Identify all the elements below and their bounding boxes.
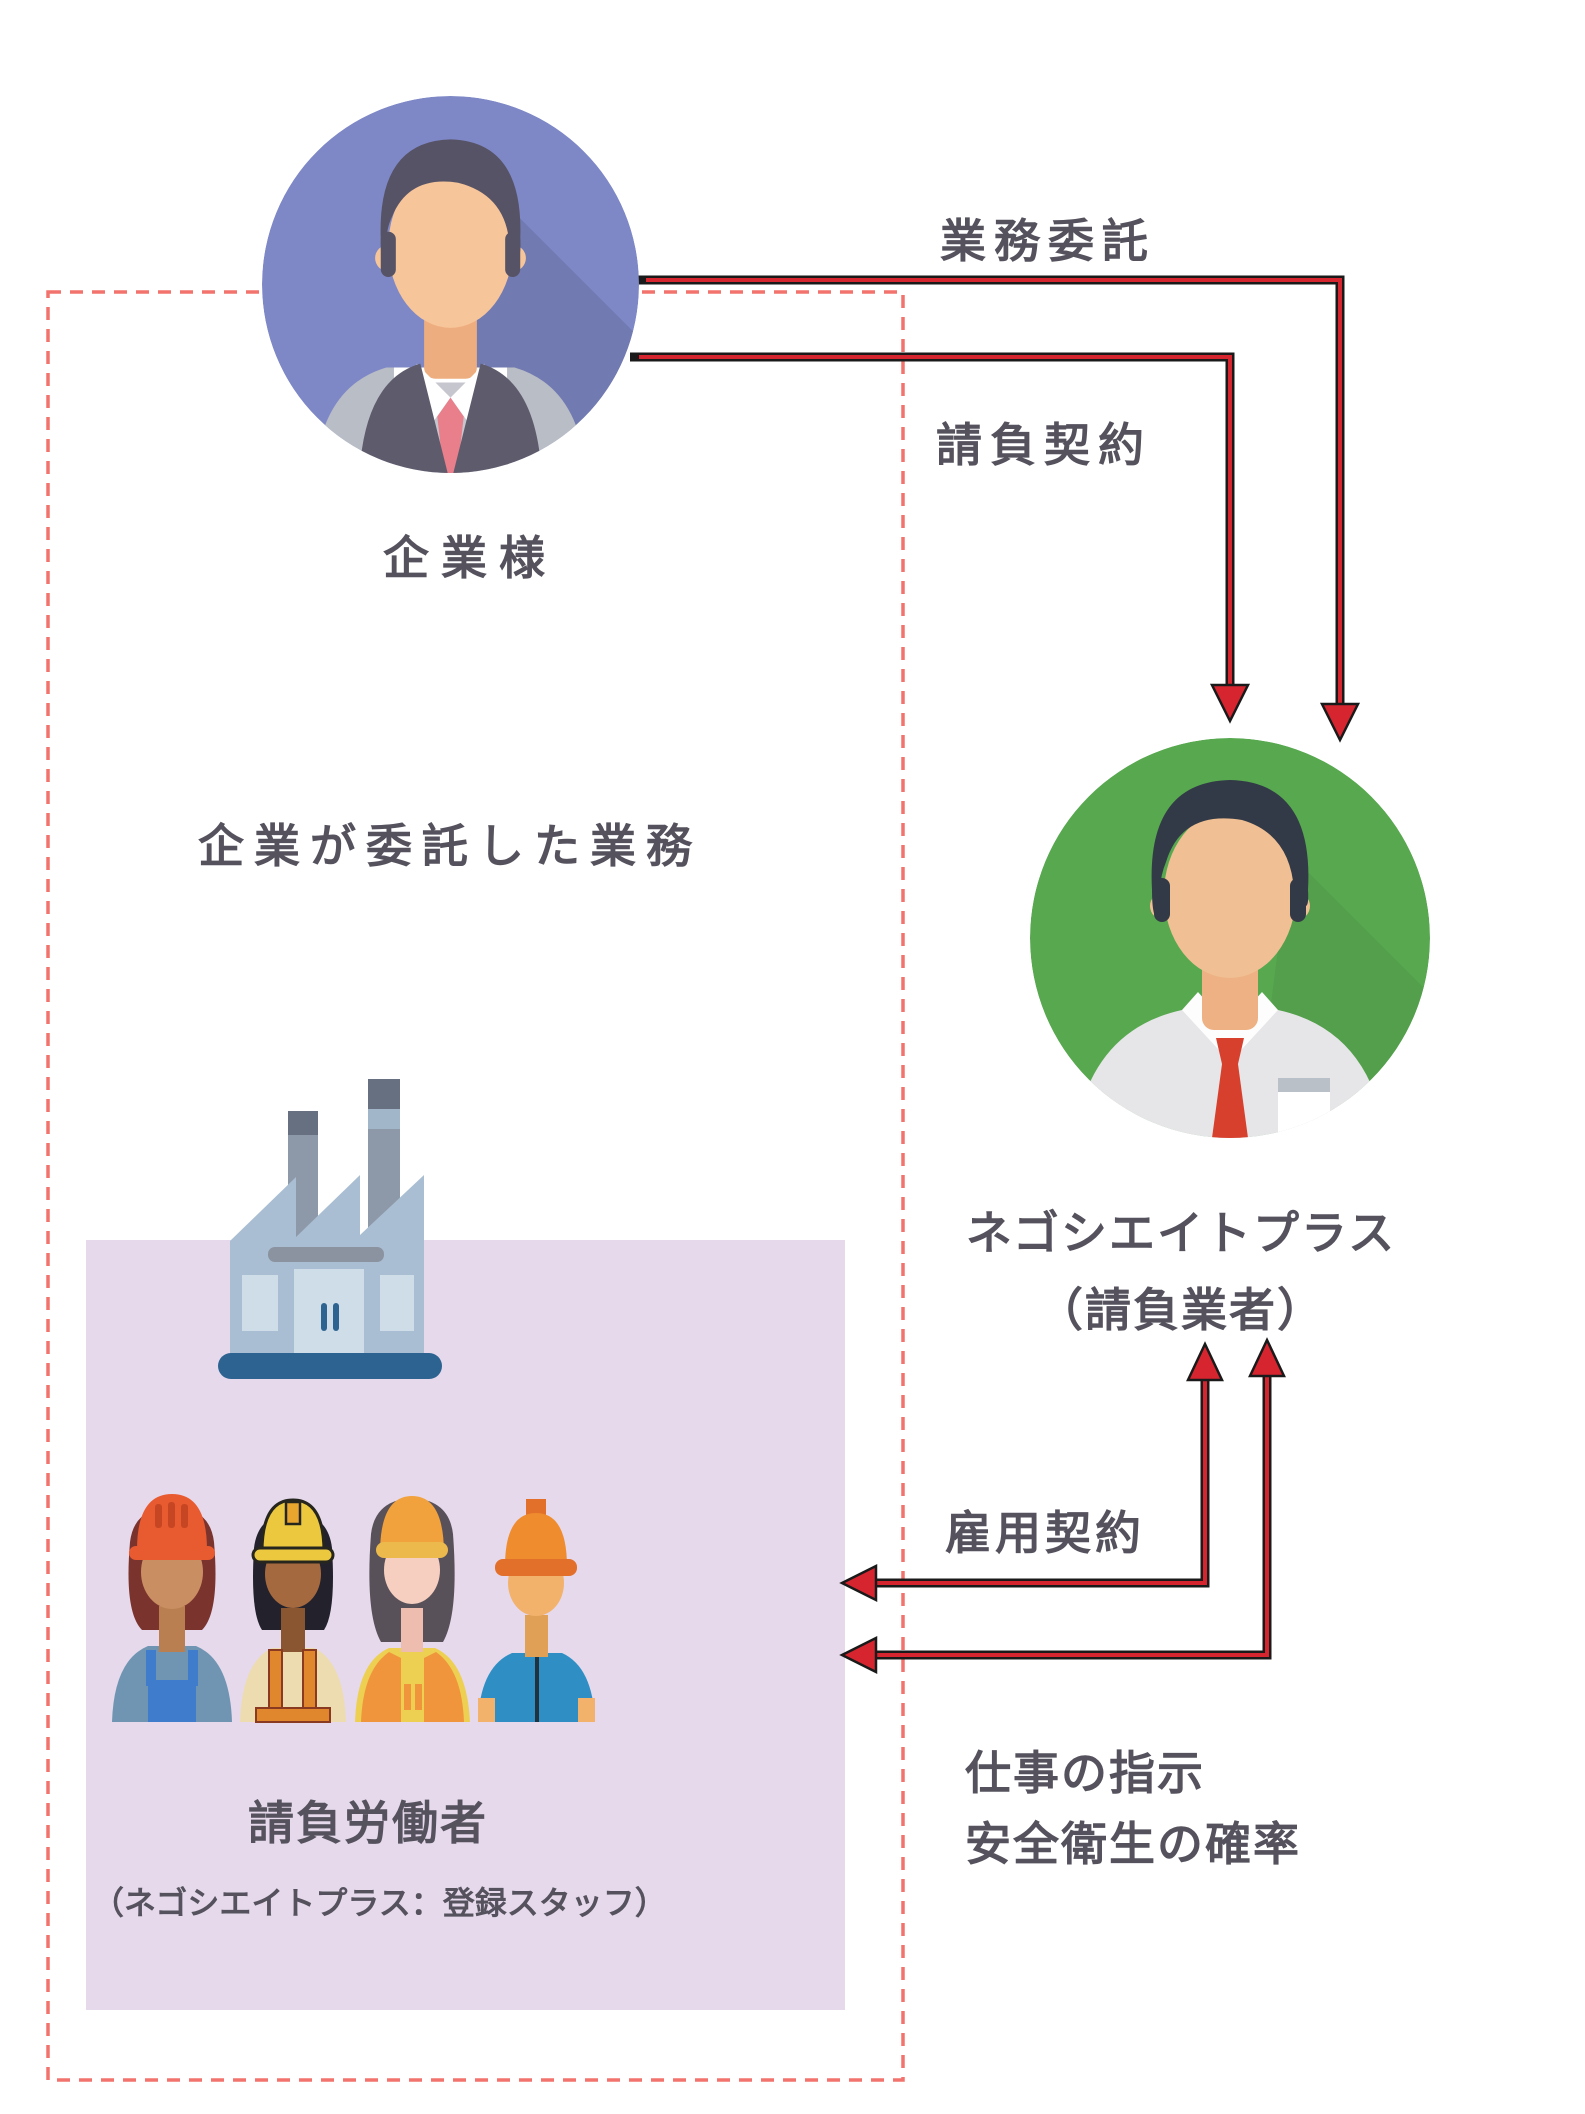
worker-yellow-helmet-icon bbox=[240, 1498, 346, 1723]
contractor-avatar-icon bbox=[1030, 738, 1430, 1138]
instruction-arrow-label: 仕事の指示 安全衛生の確率 bbox=[965, 1738, 1301, 1880]
worker-red-helmet-icon bbox=[112, 1494, 232, 1722]
employment-arrow-line bbox=[874, 1378, 1207, 1585]
instruction-arrow-line bbox=[874, 1374, 1269, 1657]
instruction-line2: 安全衛生の確率 bbox=[965, 1817, 1301, 1871]
contract-workers-box bbox=[86, 1240, 845, 2010]
outsourcing-arrow-label: 業務委託 bbox=[940, 214, 1156, 268]
contractor-role: （請負業者） bbox=[1037, 1283, 1325, 1337]
instruction-arrowhead-left-icon bbox=[839, 1635, 878, 1675]
employment-arrow-label: 雇用契約 bbox=[945, 1506, 1145, 1560]
workers-group-icon bbox=[112, 1494, 595, 1723]
workers-title: 請負労働者 bbox=[248, 1796, 488, 1850]
employment-arrowhead-up-icon bbox=[1186, 1341, 1224, 1382]
outsourcing-arrow-line bbox=[646, 278, 1342, 704]
worker-blue-shirt-icon bbox=[478, 1499, 595, 1722]
instruction-line1: 仕事の指示 bbox=[965, 1746, 1205, 1800]
outsourcing-arrowhead-icon bbox=[1319, 702, 1361, 743]
contract-arrow-outline bbox=[630, 352, 1235, 685]
contract-arrow-label: 請負契約 bbox=[936, 418, 1152, 472]
company-label: 企業様 bbox=[383, 531, 557, 585]
delegated-work-label: 企業が委託した業務 bbox=[198, 819, 702, 873]
contractor-label: ネゴシエイトプラス （請負業者） bbox=[931, 1195, 1431, 1349]
outsourcing-arrow-outline bbox=[637, 275, 1345, 704]
employment-arrowhead-left-icon bbox=[839, 1563, 878, 1603]
contract-arrow-line bbox=[639, 355, 1232, 685]
company-avatar-icon bbox=[262, 96, 639, 473]
factory-icon bbox=[218, 1079, 442, 1379]
instruction-arrowhead-up-icon bbox=[1248, 1337, 1286, 1378]
worker-orange-helmet-woman-icon bbox=[355, 1496, 470, 1722]
contractor-name: ネゴシエイトプラス bbox=[965, 1206, 1397, 1260]
workers-subtitle: （ネゴシエイトプラス：登録スタッフ） bbox=[92, 1884, 667, 1922]
contract-arrowhead-icon bbox=[1209, 683, 1251, 724]
